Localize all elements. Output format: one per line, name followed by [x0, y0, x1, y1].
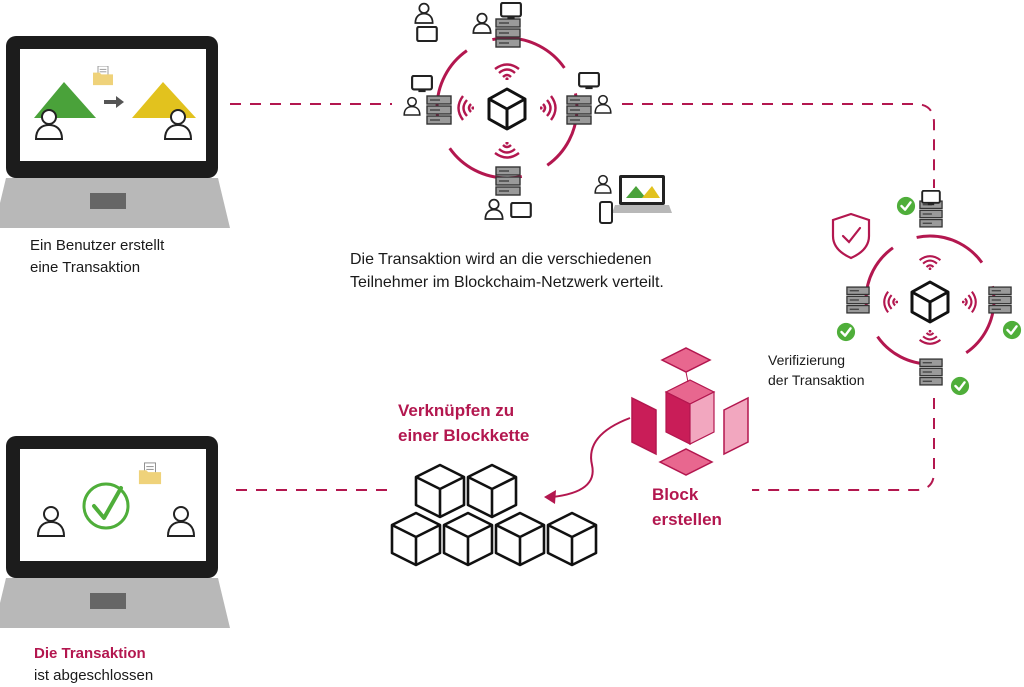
monitor-icon	[411, 75, 433, 93]
caption-line: erstellen	[652, 510, 722, 529]
user-icon	[594, 94, 612, 114]
network-distribution	[403, 2, 672, 224]
user-icon	[594, 174, 612, 194]
block-face-left	[631, 396, 657, 456]
cube-icon	[487, 87, 527, 131]
block-creation	[544, 347, 749, 504]
signal-waves-icon	[883, 290, 898, 314]
phone-icon	[599, 201, 613, 224]
connector-verify-to-block	[752, 398, 935, 491]
check-badge-icon	[950, 376, 970, 396]
green-triangle-icon	[34, 82, 96, 118]
server-stack-icon	[919, 358, 943, 386]
user-icon	[403, 96, 421, 116]
curved-arrow-icon	[551, 417, 631, 498]
server-stack-icon	[988, 286, 1012, 314]
caption-transaction-distributed: Die Transaktion wird an die verschiedene…	[350, 248, 664, 294]
dashed-connectors	[230, 103, 935, 491]
yellow-triangle-icon	[132, 82, 196, 118]
monitor-icon	[500, 2, 522, 20]
tablet-icon	[510, 202, 532, 218]
user-icon	[472, 12, 492, 34]
check-badge-icon	[836, 322, 856, 342]
signal-waves-icon	[918, 255, 942, 270]
verification-network	[831, 190, 1022, 396]
laptop-trackpad	[90, 193, 126, 209]
chain-block	[390, 511, 442, 567]
check-badge-icon	[896, 196, 916, 216]
block-face-right	[723, 396, 749, 456]
check-badge-icon	[1002, 320, 1022, 340]
shield-check-icon	[831, 212, 871, 260]
caption-line: Verknüpfen zu	[398, 401, 515, 420]
block-face-top	[660, 347, 712, 373]
caption-line: Block	[652, 485, 699, 504]
server-stack-icon	[426, 95, 452, 125]
caption-create-block: Block erstellen	[652, 482, 722, 532]
cube-icon	[910, 280, 950, 324]
monitor-icon	[921, 190, 941, 206]
user-icon	[484, 198, 504, 220]
caption-line: Die Transaktion	[34, 645, 146, 662]
caption-line: Ein Benutzer erstellt	[30, 237, 165, 254]
signal-waves-icon	[457, 94, 474, 122]
monitor-icon	[578, 72, 600, 90]
caption-user-creates-transaction: Ein Benutzer erstellt eine Transaktion	[30, 235, 164, 279]
signal-waves-icon	[540, 94, 557, 122]
laptop-create-transaction	[0, 36, 230, 228]
chain-block	[466, 463, 518, 519]
signal-waves-icon	[918, 330, 942, 345]
caption-line: Teilnehmer im Blockchaim-Netzwerk vertei…	[350, 274, 664, 291]
tablet-icon	[416, 26, 438, 42]
blockchain-cubes	[390, 463, 598, 567]
caption-line: einer Blockkette	[398, 426, 530, 445]
check-mark-icon	[92, 486, 123, 520]
caption-verification: Verifizierung der Transaktion	[768, 350, 865, 390]
caption-line: Verifizierung	[768, 352, 846, 368]
user-icon	[414, 2, 434, 24]
server-stack-icon	[495, 18, 521, 48]
block-face-bottom	[658, 448, 714, 476]
signal-waves-icon	[493, 142, 521, 159]
server-stack-icon	[495, 166, 521, 196]
server-stack-icon	[566, 95, 592, 125]
connector-network-to-verify	[622, 103, 935, 188]
server-stack-icon	[846, 286, 870, 314]
caption-line: Die Transaktion wird an die verschiedene…	[350, 251, 652, 268]
laptop-trackpad	[90, 593, 126, 609]
arrow-right-icon	[104, 96, 124, 108]
chain-block	[442, 511, 494, 567]
caption-line: der Transaktion	[768, 372, 865, 388]
caption-line: eine Transaktion	[30, 259, 141, 276]
chain-block	[546, 511, 598, 567]
caption-line: ist abgeschlossen	[34, 667, 154, 684]
caption-link-to-blockchain: Verknüpfen zu einer Blockkette	[398, 398, 529, 448]
laptop-transaction-complete	[0, 436, 230, 628]
chain-block	[494, 511, 546, 567]
signal-waves-icon	[962, 290, 977, 314]
chain-block	[414, 463, 466, 519]
signal-waves-icon	[493, 63, 521, 80]
caption-transaction-complete: Die Transaktion ist abgeschlossen	[34, 643, 153, 687]
